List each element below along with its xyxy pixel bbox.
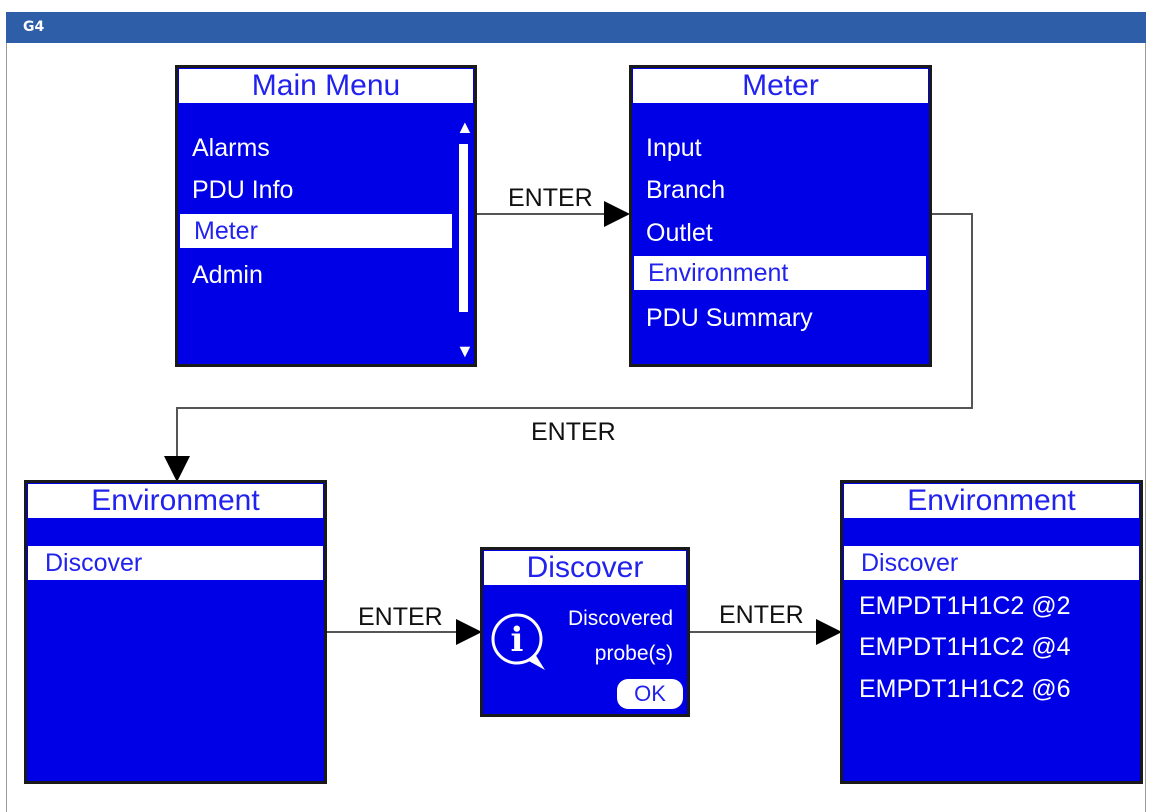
probe-item-6[interactable]: EMPDT1H1C2 @6 bbox=[859, 675, 1071, 703]
dialog-title: Discover bbox=[484, 551, 686, 585]
probe-item-2[interactable]: EMPDT1H1C2 @2 bbox=[859, 592, 1071, 620]
dialog-message-line1: Discovered bbox=[567, 607, 673, 630]
menu-item-discover-selected[interactable]: Discover bbox=[28, 546, 323, 580]
menu-item-input[interactable]: Input bbox=[646, 134, 702, 162]
menu-item-pdu-summary[interactable]: PDU Summary bbox=[646, 304, 813, 332]
figure-frame bbox=[6, 12, 1146, 812]
screen-title: Meter bbox=[633, 69, 928, 103]
enter-label-environment-to-discover: ENTER bbox=[358, 603, 443, 631]
environment-screen-probes: Environment Discover EMPDT1H1C2 @2 EMPDT… bbox=[840, 480, 1143, 784]
screen-title: Environment bbox=[28, 484, 323, 518]
scrollbar[interactable] bbox=[459, 144, 468, 312]
menu-item-admin[interactable]: Admin bbox=[192, 261, 263, 289]
main-menu-screen: Main Menu Alarms PDU Info Meter Admin ▲ … bbox=[175, 65, 477, 367]
dialog-message-line2: probe(s) bbox=[594, 642, 673, 665]
menu-item-outlet[interactable]: Outlet bbox=[646, 219, 713, 247]
menu-item-alarms[interactable]: Alarms bbox=[192, 134, 270, 162]
enter-label-main-to-meter: ENTER bbox=[508, 184, 593, 212]
ok-button[interactable]: OK bbox=[617, 679, 683, 709]
scroll-up-arrow-icon[interactable]: ▲ bbox=[456, 117, 474, 137]
enter-label-meter-to-environment: ENTER bbox=[531, 418, 616, 446]
arrow-meter-to-environment bbox=[164, 213, 973, 482]
info-icon: i bbox=[491, 613, 545, 670]
scroll-down-arrow-icon[interactable]: ▼ bbox=[456, 341, 474, 361]
arrow-environment-to-discover bbox=[326, 619, 482, 645]
menu-item-meter-selected[interactable]: Meter bbox=[180, 214, 452, 248]
arrow-discover-to-probes bbox=[690, 619, 842, 645]
arrow-main-to-meter bbox=[476, 201, 630, 227]
enter-label-discover-to-probes: ENTER bbox=[719, 601, 804, 629]
menu-item-branch[interactable]: Branch bbox=[646, 176, 726, 204]
screen-title: Environment bbox=[844, 484, 1139, 518]
meter-screen: Meter Input Branch Outlet Environment PD… bbox=[629, 65, 932, 367]
menu-item-pdu-info[interactable]: PDU Info bbox=[192, 176, 294, 204]
menu-item-discover-selected[interactable]: Discover bbox=[844, 546, 1139, 580]
svg-text:i: i bbox=[511, 620, 524, 660]
figure-header: G4 bbox=[6, 12, 1146, 43]
environment-screen-empty: Environment Discover bbox=[24, 480, 327, 784]
menu-item-environment-selected[interactable]: Environment bbox=[634, 256, 926, 290]
screen-title: Main Menu bbox=[179, 69, 473, 103]
probe-item-4[interactable]: EMPDT1H1C2 @4 bbox=[859, 633, 1071, 661]
figure-id: G4 bbox=[23, 19, 45, 35]
discover-dialog: Discover i Discovered probe(s) OK bbox=[480, 547, 690, 717]
